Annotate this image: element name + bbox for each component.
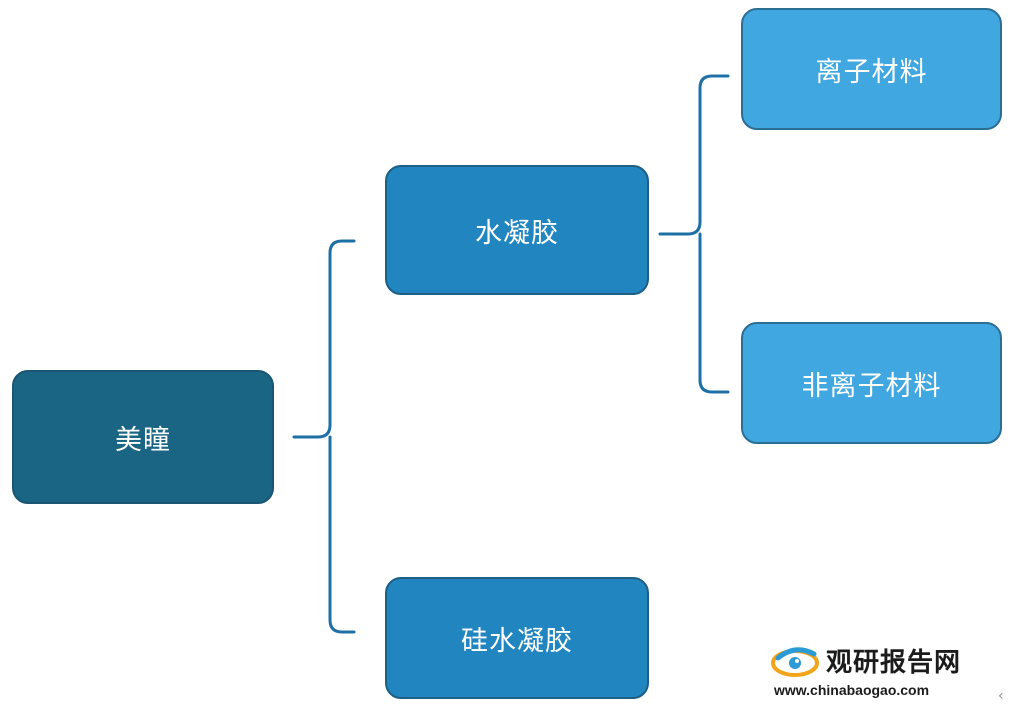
- watermark: 观研报告网 www.chinabaogao.com: [770, 640, 990, 702]
- hydrogel-bracket: [658, 74, 730, 394]
- brand-logo-icon: [771, 647, 819, 677]
- root-node-meitong: 美瞳: [12, 370, 274, 504]
- node-ionic-material: 离子材料: [741, 8, 1002, 130]
- root-node-label: 美瞳: [115, 424, 171, 456]
- node-silicone-hydrogel: 硅水凝胶: [385, 577, 649, 699]
- watermark-brand: 观研报告网: [826, 648, 962, 678]
- root-bracket: [292, 239, 356, 634]
- node-ionic-material-label: 离子材料: [815, 56, 928, 88]
- node-nonionic-material-label: 非离子材料: [801, 370, 942, 402]
- watermark-url: www.chinabaogao.com: [774, 682, 930, 698]
- node-hydrogel: 水凝胶: [385, 165, 649, 295]
- node-nonionic-material: 非离子材料: [741, 322, 1002, 444]
- node-silicone-hydrogel-label: 硅水凝胶: [461, 625, 573, 657]
- corner-arrow-icon: ‹: [998, 688, 1004, 704]
- node-hydrogel-label: 水凝胶: [475, 217, 559, 249]
